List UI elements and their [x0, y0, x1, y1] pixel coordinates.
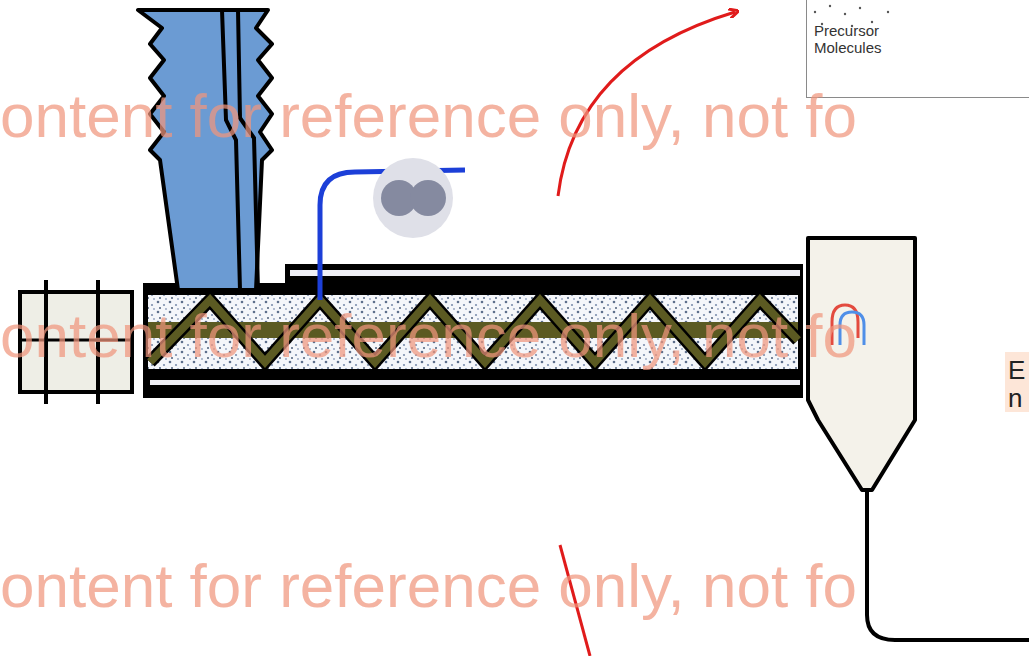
watermark: ontent for reference only, not fo: [0, 552, 857, 620]
note-patch: [1005, 352, 1029, 412]
note-text: n: [1008, 384, 1022, 413]
watermark: ontent for reference only, not fo: [0, 82, 857, 150]
watermark: ontent for reference only, not fo: [0, 302, 857, 370]
feed-tube: [320, 170, 465, 300]
note-text: E: [1008, 356, 1025, 385]
inset-label: Precursor Molecules: [814, 22, 909, 56]
pump: [373, 158, 453, 238]
